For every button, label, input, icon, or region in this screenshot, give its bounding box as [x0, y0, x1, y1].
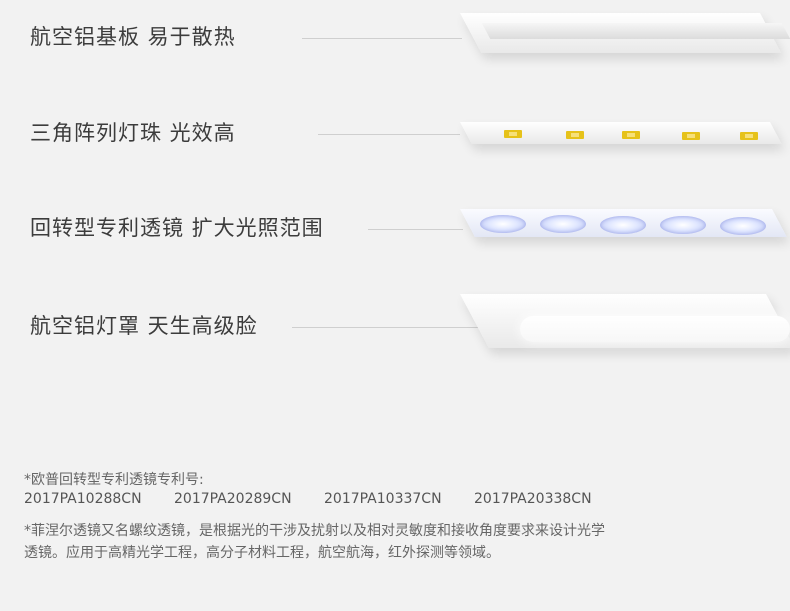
patent-number: 2017PA20289CN — [174, 491, 292, 507]
lens-strip-image — [460, 205, 790, 245]
lens-element — [720, 217, 766, 235]
lens-element — [540, 215, 586, 233]
fresnel-note-line1: *菲涅尔透镜又名螺纹透镜，是根据光的干涉及扰射以及相对灵敏度和接收角度要求来设计… — [24, 523, 605, 539]
patent-number: 2017PA10337CN — [324, 491, 442, 507]
lens-element — [660, 216, 706, 234]
leader-line — [302, 38, 462, 39]
layer-label-substrate: 航空铝基板 易于散热 — [30, 25, 236, 49]
led-strip-image — [460, 118, 790, 152]
patent-number-list: 2017PA10288CN 2017PA20289CN 2017PA10337C… — [24, 491, 620, 507]
cover-housing-image — [460, 294, 790, 352]
led-chip — [566, 131, 584, 139]
patent-number: 2017PA20338CN — [474, 491, 592, 507]
lens-element — [480, 215, 526, 233]
leader-line — [368, 229, 463, 230]
led-chip — [504, 130, 522, 138]
lens-element — [600, 216, 646, 234]
led-chip — [740, 132, 758, 140]
patent-number: 2017PA10288CN — [24, 491, 142, 507]
cover-diffuser — [520, 316, 790, 342]
led-chip — [682, 132, 700, 140]
substrate-plate-image — [460, 13, 790, 61]
layer-label-lens: 回转型专利透镜 扩大光照范围 — [30, 216, 324, 240]
layer-label-cover: 航空铝灯罩 天生高级脸 — [30, 314, 258, 338]
fresnel-note-line2: 透镜。应用于高精光学工程，高分子材料工程，航空航海，红外探测等领域。 — [24, 545, 500, 561]
layer-label-led: 三角阵列灯珠 光效高 — [30, 121, 236, 145]
patent-heading: *欧普回转型专利透镜专利号: — [24, 472, 204, 488]
leader-line — [318, 134, 460, 135]
leader-line — [292, 327, 502, 328]
led-chip — [622, 131, 640, 139]
